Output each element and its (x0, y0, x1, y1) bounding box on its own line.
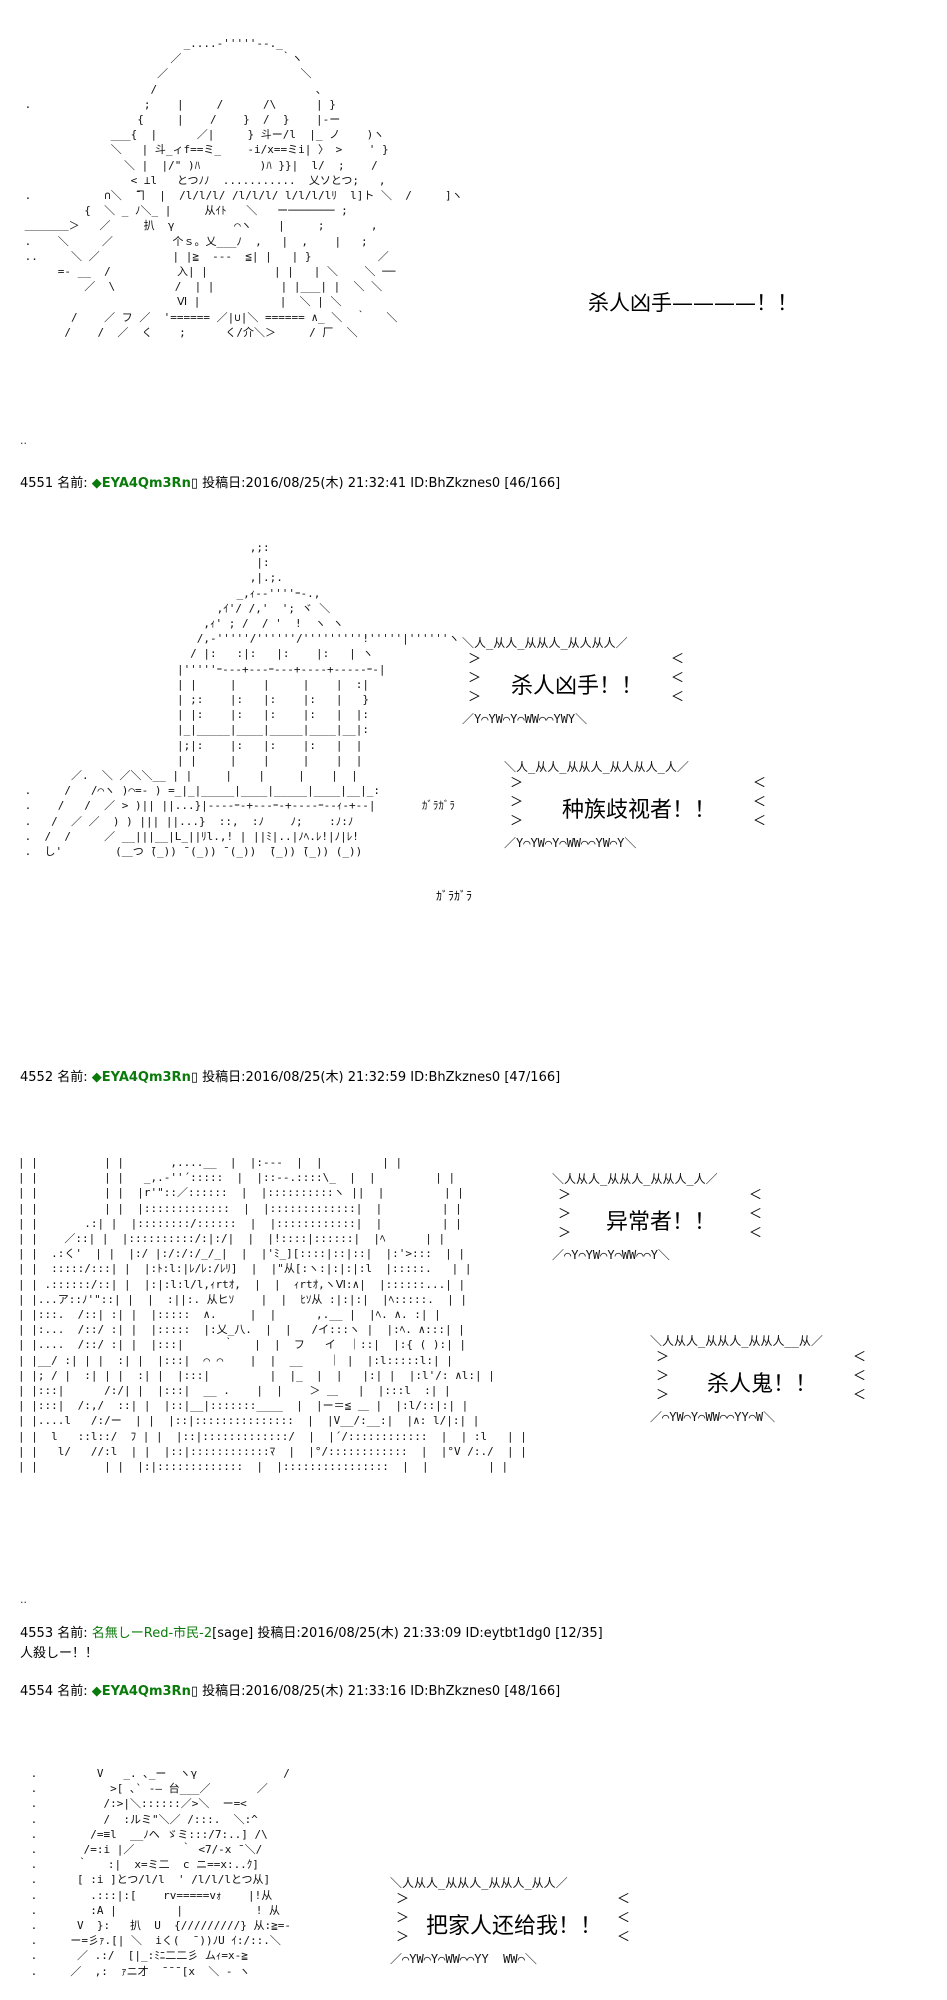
post-header: 4552 名前: ◆EYA4Qm3Rn▯ 投稿日:2016/08/25(木) 2… (20, 1066, 560, 1085)
post-number[interactable]: 4551 (20, 476, 54, 491)
bubble-right-edge: ＜ ＜ ＜ (670, 652, 684, 705)
poster-id[interactable]: ID:BhZkznes0 (410, 476, 501, 491)
speech-bubble: ＼人_从人_从从人_从人从人_人／ ＞ ＞ ＞ 种族歧视者！！ ＜ ＜ ＜ ／Y… (504, 760, 774, 850)
poster-name: ◆EYA4Qm3Rn (91, 476, 191, 491)
trip-mark: ▯ (190, 1070, 198, 1085)
bubble-bottom-edge: ／Y⌒YW⌒Y⌒WW⌒⌒YW⌒Y＼ (504, 836, 637, 850)
separator-dot: .. (20, 434, 27, 447)
bubble-top-edge: ＼人从人_从从人_从从人_人／ (552, 1172, 718, 1186)
post-count: [48/166] (504, 1684, 561, 1699)
post-count: [46/166] (504, 476, 561, 491)
post-count: [47/166] (504, 1070, 561, 1085)
bubble-bottom-edge: ／⌒YW⌒Y⌒WW⌒⌒YY WW⌒＼ (390, 1952, 537, 1966)
post-number[interactable]: 4552 (20, 1070, 54, 1085)
post-header: 4553 名前: 名無しーRed-市民-2[sage] 投稿日:2016/08/… (20, 1622, 603, 1641)
bubble-top-edge: ＼人_从人_从从人_从人从人_人／ (504, 760, 689, 774)
speech-bubble: ＼人从人_从从人_从从人__从／ ＞ ＞ ＞ 杀人鬼！！ ＜ ＜ ＜ ／⌒YW⌒… (650, 1334, 874, 1424)
bubble-top-edge: ＼人从人_从从人_从从人_从人／ (390, 1876, 568, 1890)
poster-id[interactable]: ID:BhZkznes0 (410, 1684, 501, 1699)
bubble-top-edge: ＼人从人_从从人_从从人__从／ (650, 1334, 823, 1348)
bubble-left-edge: ＞ ＞ ＞ (510, 776, 524, 829)
bubble-right-edge: ＜ ＜ ＜ (748, 1188, 762, 1241)
speech-bubble: ＼人_从人_从从人_从人从人／ ＞ ＞ ＞ 杀人凶手！！ ＜ ＜ ＜ ／Y⌒YW… (462, 636, 692, 726)
bubble-top-edge: ＼人_从人_从从人_从人从人／ (462, 636, 628, 650)
sage-mark: [sage] (212, 1626, 254, 1641)
post-date: 投稿日:2016/08/25(木) 21:33:16 (202, 1684, 407, 1699)
post-header: 4551 名前: ◆EYA4Qm3Rn▯ 投稿日:2016/08/25(木) 2… (20, 472, 560, 491)
ascii-art-cage: ,;: |: ,|.;. _,ｨ--''''ｰ-., ,ｲ'/ /,' '; ヾ… (24, 541, 460, 859)
bubble-bottom-edge: ／⌒Y⌒YW⌒Y⌒WW⌒⌒Y＼ (552, 1248, 670, 1262)
separator-dot: .. (20, 1593, 27, 1606)
ascii-art-behind-bars: | | | | ,....__ | |:--- | | | | | | | | … (18, 1156, 527, 1474)
poster-name: ◆EYA4Qm3Rn (91, 1684, 191, 1699)
post-header: 4554 名前: ◆EYA4Qm3Rn▯ 投稿日:2016/08/25(木) 2… (20, 1680, 560, 1699)
ascii-art-accuser: _....-'''''--._ ／ ｀ヽ ／ ＼ / ､ . ; | / /\ … (24, 37, 463, 339)
bubble-left-edge: ＞ ＞ ＞ (396, 1892, 410, 1945)
bubble-right-edge: ＜ ＜ ＜ (752, 776, 766, 829)
name-label: 名前: (57, 1626, 88, 1641)
post-body: 人殺しー！！ (20, 1646, 99, 1661)
poster-name: ◆EYA4Qm3Rn (91, 1070, 191, 1085)
post-date: 投稿日:2016/08/25(木) 21:33:09 (257, 1626, 462, 1641)
bubble-bottom-edge: ／Y⌒YW⌒Y⌒WW⌒⌒YWY＼ (462, 712, 588, 726)
bubble-bottom-edge: ／⌒YW⌒Y⌒WW⌒⌒YY⌒W＼ (650, 1410, 776, 1424)
poster-name: 名無しーRed-市民-2 (91, 1626, 213, 1641)
bubble-text: 杀人鬼！！ (706, 1372, 817, 1397)
bubble-text: 杀人凶手！！ (510, 674, 643, 699)
ascii-art-crying-figure: . V _. ､_ー ヽγ / . >[ ､` ‐― 台___／ ／ . /:>… (30, 1767, 292, 1978)
trip-mark: ▯ (190, 476, 198, 491)
name-label: 名前: (57, 1684, 88, 1699)
poster-id[interactable]: ID:BhZkznes0 (410, 1070, 501, 1085)
post-date: 投稿日:2016/08/25(木) 21:32:41 (202, 476, 407, 491)
name-label: 名前: (57, 476, 88, 491)
shout-text: 杀人凶手————！！ (588, 291, 798, 315)
bubble-left-edge: ＞ ＞ ＞ (468, 652, 482, 705)
bubble-text: 种族歧视者！！ (561, 798, 716, 823)
post-number[interactable]: 4554 (20, 1684, 54, 1699)
bubble-text: 把家人还给我！！ (425, 1914, 602, 1939)
poster-id[interactable]: ID:eytbt1dg0 (465, 1626, 551, 1641)
bubble-right-edge: ＜ ＜ ＜ (852, 1350, 866, 1403)
bubble-left-edge: ＞ ＞ ＞ (656, 1350, 670, 1403)
speech-bubble: ＼人从人_从从人_从从人_从人／ ＞ ＞ ＞ 把家人还给我！！ ＜ ＜ ＜ ／⌒… (390, 1876, 638, 1966)
name-label: 名前: (57, 1070, 88, 1085)
post-date: 投稿日:2016/08/25(木) 21:32:59 (202, 1070, 407, 1085)
sound-effect: ｶﾞﾗｶﾞﾗ (436, 889, 473, 903)
bubble-left-edge: ＞ ＞ ＞ (558, 1188, 572, 1241)
trip-mark: ▯ (190, 1684, 198, 1699)
speech-bubble: ＼人从人_从从人_从从人_人／ ＞ ＞ ＞ 异常者！！ ＜ ＜ ＜ ／⌒Y⌒YW… (552, 1172, 770, 1262)
bubble-text: 异常者！！ (605, 1210, 716, 1235)
post-count: [12/35] (555, 1626, 603, 1641)
post-number[interactable]: 4553 (20, 1626, 54, 1641)
bubble-right-edge: ＜ ＜ ＜ (616, 1892, 630, 1945)
